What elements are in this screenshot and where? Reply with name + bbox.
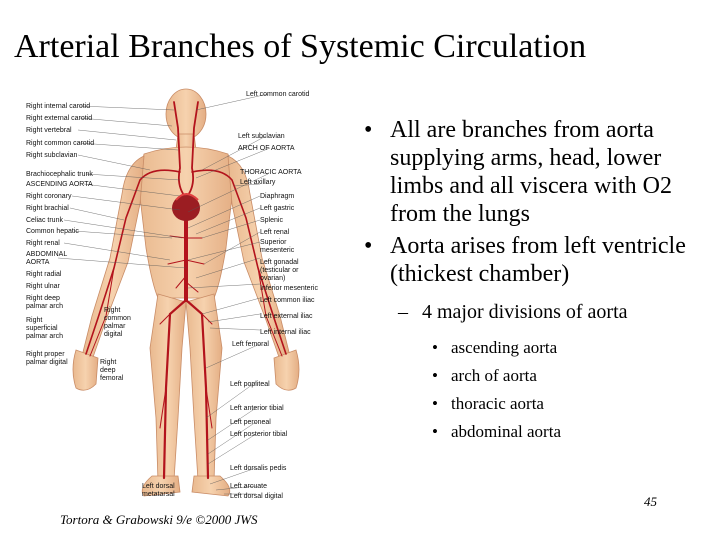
label-ovarian: ovarian) [260, 275, 285, 282]
label-left-arcuate: Left arcuate [230, 483, 267, 490]
label-right-deep-femoral-2: deep [100, 367, 116, 374]
label-celiac-trunk: Celiac trunk [26, 217, 63, 224]
label-left-dorsal: Left dorsal [142, 483, 175, 490]
body-silhouette [72, 88, 300, 497]
label-splenic: Splenic [260, 217, 283, 224]
label-left-gastric: Left gastric [260, 205, 295, 212]
divisions-list: • ascending aorta • arch of aorta • thor… [358, 334, 718, 446]
label-right-superficial-1: Right [26, 317, 42, 324]
bullet-text: Aorta arises from left ventricle (thicke… [390, 233, 686, 287]
bullet-marker: • [364, 233, 373, 259]
label-left-gonadal: Left gonadal [260, 259, 299, 266]
label-right-deep-femoral-1: Right [100, 359, 116, 366]
label-left-dorsal-digital: Left dorsal digital [230, 493, 283, 500]
label-arch-of-aorta: ARCH OF AORTA [238, 145, 295, 152]
label-right-vertebral: Right vertebral [26, 127, 72, 134]
label-left-anterior-tibial: Left anterior tibial [230, 405, 284, 412]
label-right-brachial: Right brachial [26, 205, 69, 212]
label-right-subclavian: Right subclavian [26, 152, 77, 159]
bullet-marker: • [432, 422, 438, 441]
label-left-popliteal: Left popliteal [230, 381, 270, 388]
label-right-deep: Right deep [26, 295, 60, 302]
division-item: • ascending aorta [358, 334, 718, 362]
label-right-coronary: Right coronary [26, 193, 72, 200]
label-inferior-mesenteric: Inferior mesenteric [260, 285, 318, 292]
division-text: thoracic aorta [451, 394, 544, 413]
label-mid-palmar: palmar [104, 323, 126, 330]
label-common-hepatic: Common hepatic [26, 228, 79, 235]
label-brachiocephalic-trunk: Brachiocephalic trunk [26, 171, 93, 178]
label-right-external-carotid: Right external carotid [26, 115, 92, 122]
label-left-dorsalis-pedis: Left dorsalis pedis [230, 465, 287, 472]
label-left-peroneal: Left peroneal [230, 419, 271, 426]
label-left-internal-iliac: Left internal iliac [260, 329, 311, 336]
label-left-posterior-tibial: Left posterior tibial [230, 431, 288, 438]
label-deep-palmar-arch: palmar arch [26, 303, 63, 310]
sub-bullet-item: – 4 major divisions of aorta [358, 300, 718, 324]
division-text: arch of aorta [451, 366, 537, 385]
artery-network [85, 101, 287, 480]
label-right-superficial-2: superficial [26, 325, 58, 332]
leader-lines [57, 93, 271, 495]
label-metatarsal: metatarsal [142, 491, 175, 498]
body-diagram: Right internal carotid Right external ca… [26, 88, 318, 500]
page-number: 45 [644, 494, 657, 509]
label-left-common-carotid: Left common carotid [246, 91, 310, 98]
right-labels: Left common carotid Left subclavian ARCH… [230, 91, 318, 500]
heart [172, 193, 200, 221]
division-text: abdominal aorta [451, 422, 561, 441]
dash-marker: – [398, 301, 408, 323]
label-aorta: AORTA [26, 259, 50, 266]
label-superficial-palmar-arch: palmar arch [26, 333, 63, 340]
bottom-labels: Left dorsal metatarsal [142, 483, 175, 498]
bullet-marker: • [432, 338, 438, 357]
division-item: • thoracic aorta [358, 390, 718, 418]
division-item: • abdominal aorta [358, 418, 718, 446]
bullet-marker: • [432, 394, 438, 413]
label-diaphragm: Diaphragm [260, 193, 294, 200]
left-labels: Right internal carotid Right external ca… [26, 103, 94, 366]
label-right-radial: Right radial [26, 271, 62, 278]
sub-bullet-text: 4 major divisions of aorta [422, 301, 628, 323]
mid-labels: Right common palmar digital Right deep f… [100, 307, 131, 382]
label-left-subclavian: Left subclavian [238, 133, 285, 140]
bullet-text: All are branches from aorta supplying ar… [390, 117, 672, 227]
bullet-marker: • [364, 117, 373, 143]
label-right-internal-carotid: Right internal carotid [26, 103, 90, 110]
label-abdominal: ABDOMINAL [26, 251, 67, 258]
label-thoracic-aorta: THORACIC AORTA [240, 169, 302, 176]
bullet-item: • All are branches from aorta supplying … [358, 116, 718, 228]
bullet-item: • Aorta arises from left ventricle (thic… [358, 232, 718, 288]
label-proper-palmar-digital: palmar digital [26, 359, 68, 366]
division-item: • arch of aorta [358, 362, 718, 390]
label-left-common-iliac: Left common iliac [260, 297, 315, 304]
label-testicular-or: (testicular or [260, 267, 299, 274]
label-left-external-iliac: Left external iliac [260, 313, 313, 320]
bullet-marker: • [432, 366, 438, 385]
figure-credit: Tortora & Grabowski 9/e ©2000 JWS [60, 512, 258, 527]
bullet-list: • All are branches from aorta supplying … [358, 116, 718, 446]
label-left-renal: Left renal [260, 229, 290, 236]
label-mid-common: common [104, 315, 131, 322]
division-text: ascending aorta [451, 338, 558, 357]
label-right-ulnar: Right ulnar [26, 283, 61, 290]
label-right-proper: Right proper [26, 351, 65, 358]
label-mid-right: Right [104, 307, 120, 314]
label-right-common-carotid: Right common carotid [26, 140, 94, 147]
arterial-system-figure: Right internal carotid Right external ca… [20, 88, 352, 506]
label-mid-digital: digital [104, 331, 123, 338]
label-superior: Superior [260, 239, 287, 246]
label-left-femoral: Left femoral [232, 341, 269, 348]
label-left-axillary: Left axillary [240, 179, 276, 186]
slide-title: Arterial Branches of Systemic Circulatio… [14, 28, 587, 65]
label-mesenteric: mesenteric [260, 247, 295, 254]
label-right-renal: Right renal [26, 240, 60, 247]
label-right-deep-femoral-3: femoral [100, 375, 124, 382]
label-ascending-aorta: ASCENDING AORTA [26, 181, 93, 188]
